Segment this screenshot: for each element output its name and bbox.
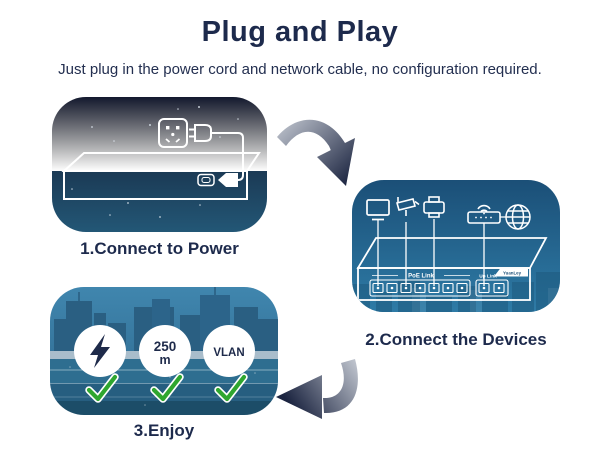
uplink-label: Up Link [479,274,497,280]
brand-tag [494,268,528,277]
power-plug-icon [189,124,212,142]
step3-scene: 250 m VLAN [50,287,278,415]
poe-port-group [369,279,471,297]
arrow-step1-to-step2-icon [277,119,355,186]
star-field [71,106,239,218]
checkmark-icon [150,373,184,403]
poe-link-label: PoE Link [408,274,434,280]
switch-face-labels: PoE Link Up Link YuanLey [372,268,528,280]
lightning-icon [90,334,110,368]
vlan-label: VLAN [213,347,244,359]
step1-scene [52,97,267,232]
switch-box-illustration [61,152,261,200]
brand-label: YuanLey [503,270,522,275]
monitor-icon [366,199,390,221]
wifi-router-icon [467,204,501,224]
step1-power-illustration [52,97,267,232]
page-title: Plug and Play [201,16,399,48]
uplink-port-group [475,279,509,297]
distance-badge: 250 m [139,325,191,377]
distance-unit: m [159,353,170,367]
power-cord [211,132,244,181]
poe-switch-illustration [356,237,548,301]
page-subtitle: Just plug in the power cord and network … [58,61,542,78]
step1-label: 1.Connect to Power [80,239,239,258]
poe-power-badge [74,325,126,377]
distance-value: 250 [154,339,177,354]
printer-icon [423,196,445,218]
arrow-step2-to-step3-icon [276,359,358,419]
cctv-camera-icon [396,197,420,216]
step3-enjoy-illustration: 250 m VLAN [50,287,278,415]
power-connector-icon [218,173,238,187]
checkmark-icon [214,373,248,403]
step3-label: 3.Enjoy [133,421,195,440]
power-outlet-icon [158,118,188,148]
checkmark-icon [85,373,119,403]
step2-scene: PoE Link Up Link YuanLey [352,180,560,312]
globe-icon [505,204,531,230]
night-sky-background [52,97,267,232]
vlan-badge: VLAN [203,325,255,377]
step2-devices-illustration: PoE Link Up Link YuanLey [352,180,560,312]
step2-label: 2.Connect the Devices [365,330,547,349]
connection-lines [377,216,506,286]
